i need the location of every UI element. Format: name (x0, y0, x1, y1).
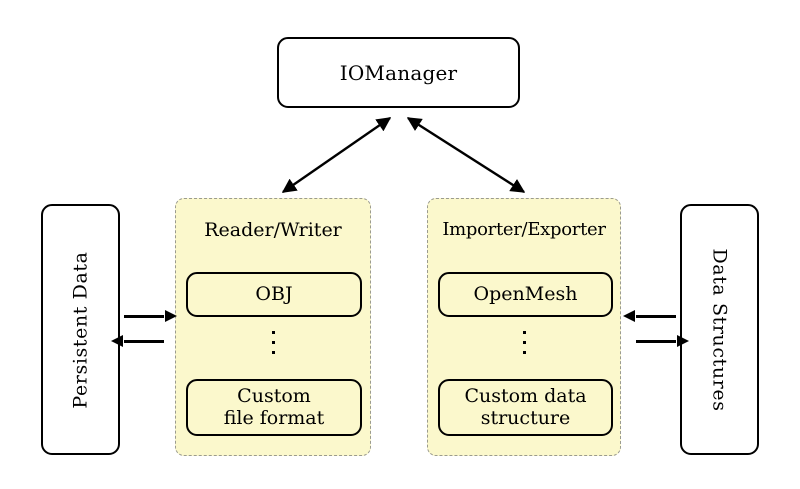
panel-reader-writer[interactable]: Reader/Writer OBJ Custom file format (175, 198, 371, 456)
item-custom-file-format-line2: file format (223, 406, 325, 429)
item-openmesh-label: OpenMesh (473, 282, 578, 305)
item-custom-data-structure-line1: Custom data (464, 385, 587, 408)
item-custom-data-structure[interactable]: Custom data structure (438, 379, 613, 436)
item-custom-file-format[interactable]: Custom file format (186, 379, 362, 436)
item-custom-file-format-label: Custom file format (224, 386, 325, 429)
node-iomanager[interactable]: IOManager (277, 37, 520, 108)
arrow-persistent-to-reader (124, 315, 164, 318)
item-custom-file-format-line1: Custom (237, 385, 311, 408)
arrow-importer-to-datastructures (636, 340, 676, 343)
item-obj-label: OBJ (255, 282, 293, 305)
node-persistent-data[interactable]: Persistent Data (41, 204, 120, 455)
item-obj[interactable]: OBJ (186, 272, 362, 317)
item-custom-data-structure-line2: structure (480, 406, 571, 429)
arrow-reader-to-persistent (124, 340, 164, 343)
item-openmesh[interactable]: OpenMesh (438, 272, 613, 317)
persistent-data-label: Persistent Data (69, 250, 92, 409)
reader-writer-ellipsis-icon (176, 331, 370, 354)
data-structures-label: Data Structures (708, 247, 731, 412)
iomanager-label: IOManager (339, 60, 458, 85)
node-data-structures[interactable]: Data Structures (680, 204, 759, 455)
connector-manager-importerexporter (406, 116, 526, 194)
connector-manager-readerwriter (281, 117, 392, 193)
panel-reader-writer-title: Reader/Writer (204, 219, 342, 241)
panel-importer-exporter-title: Importer/Exporter (442, 219, 606, 240)
arrow-datastructures-to-importer (636, 315, 676, 318)
panel-importer-exporter[interactable]: Importer/Exporter OpenMesh Custom data s… (427, 198, 621, 456)
importer-exporter-ellipsis-icon (428, 331, 620, 354)
item-custom-data-structure-label: Custom data structure (464, 386, 586, 429)
